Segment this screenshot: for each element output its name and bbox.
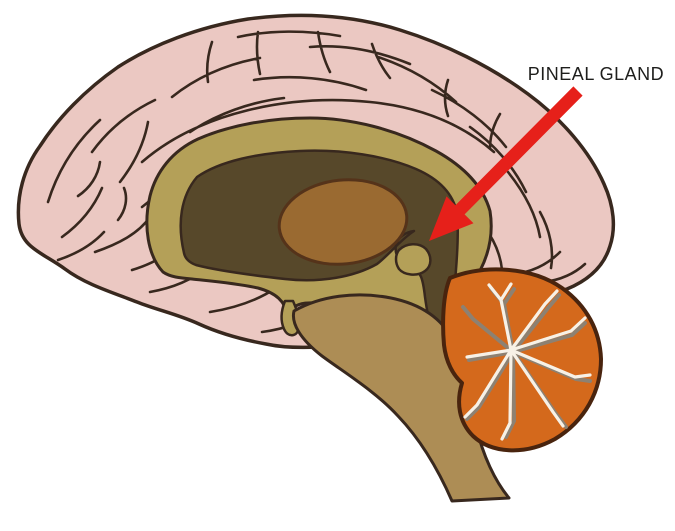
cerebellum — [441, 267, 603, 453]
cerebellum-branches-white — [463, 282, 592, 441]
sulci-lines — [46, 30, 587, 334]
pineal-gland — [394, 243, 432, 276]
annotation-label: PINEAL GLAND — [528, 64, 664, 84]
thalamus — [277, 178, 409, 266]
arrow-icon — [429, 86, 583, 242]
